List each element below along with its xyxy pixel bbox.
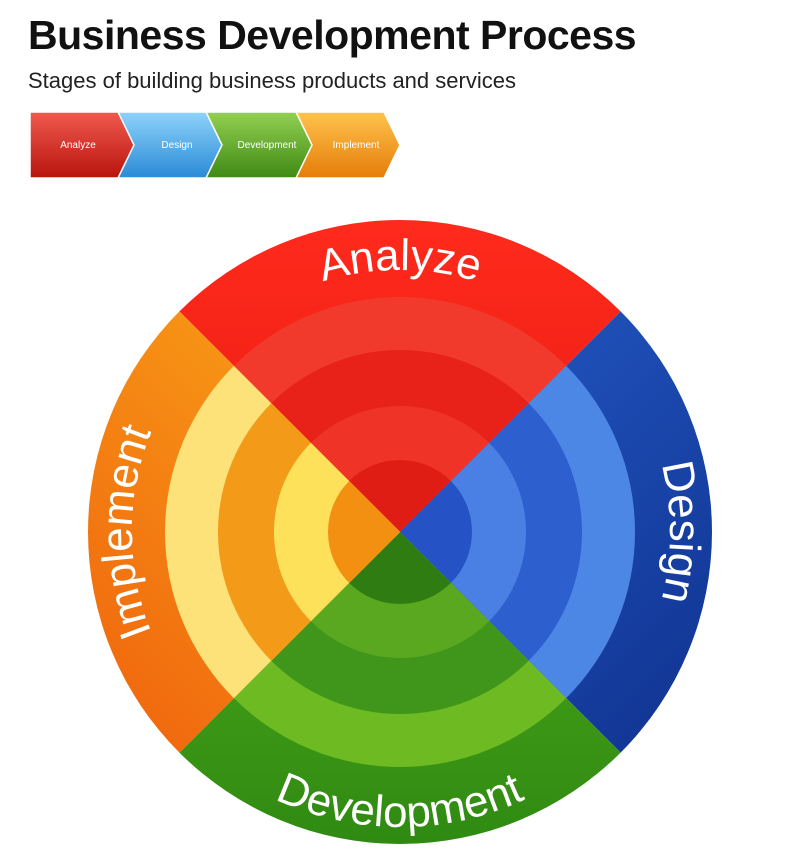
- chevron-label-implement: Implement: [333, 140, 380, 151]
- quadrant-implement: [88, 220, 400, 844]
- page-subtitle: Stages of building business products and…: [28, 68, 516, 93]
- page-title: Business Development Process: [28, 12, 637, 58]
- chevron-implement: Implement: [294, 111, 401, 179]
- chevron-label-development: Development: [238, 140, 297, 151]
- chevron-label-analyze: Analyze: [60, 140, 96, 151]
- label-design: Design: [652, 457, 709, 608]
- chevron-label-design: Design: [161, 140, 192, 151]
- process-chevrons: Analyze Design Development Implement: [29, 111, 401, 179]
